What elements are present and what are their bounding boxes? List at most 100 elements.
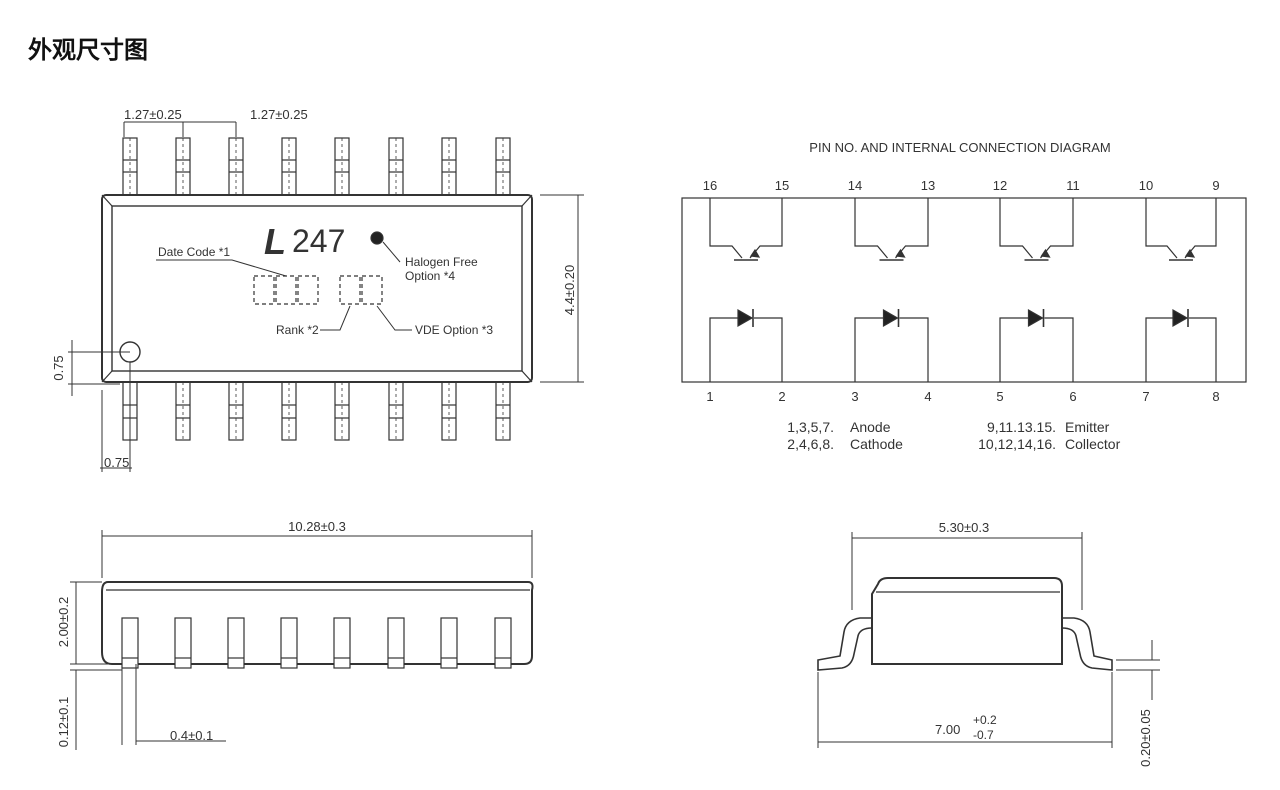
legend-cathode: Cathode [850,436,903,452]
lead-bottom [281,381,297,441]
pin-label-top: 9 [1212,178,1219,193]
pin-label-bottom: 6 [1069,389,1076,404]
pin-diagram [681,197,1247,383]
optocoupler-channels [709,198,1217,382]
phototransistor [709,198,783,261]
lead-thickness-dim: 0.20±0.05 [1138,709,1153,767]
legend-cathode-pins: 2,4,6,8. [787,436,834,452]
rank-label: Rank *2 [276,323,319,337]
end-body-width-dim: 5.30±0.3 [939,520,990,535]
pin-label-bottom: 5 [996,389,1003,404]
channel [854,198,929,382]
led [854,308,929,382]
halogen-free-label-line2: Option *4 [405,269,455,283]
end-body [871,577,1063,665]
height-dim: 2.00±0.2 [56,597,71,648]
led [709,308,783,382]
side-lead [280,617,298,669]
lead-bottom [175,381,191,441]
package-body-outer [101,194,533,383]
date-code-label: Date Code *1 [158,245,230,259]
side-lead [333,617,351,669]
pin1-offset-horizontal: 0.75 [104,455,129,470]
side-lead [174,617,192,669]
pin-diagram-frame [681,197,1247,383]
phototransistor [854,198,929,261]
standoff-dim: 0.12±0.1 [56,697,71,748]
side-lead [494,617,512,669]
end-lead-right [1061,617,1113,671]
side-leads [121,617,512,669]
pin-label-bottom: 3 [851,389,858,404]
lead-bottom [495,381,511,441]
pin-label-top: 15 [775,178,789,193]
led [1145,308,1217,382]
halogen-free-dot [370,231,384,245]
package-body-inner [111,205,523,372]
pin-label-bottom: 7 [1142,389,1149,404]
lead-width-dim: 0.4±0.1 [170,728,213,743]
marking-letter: L [264,221,286,262]
pin-label-bottom: 1 [706,389,713,404]
length-dim: 10.28±0.3 [288,519,346,534]
vde-option-label: VDE Option *3 [415,323,493,337]
side-lead [387,617,405,669]
lead-span-tol-plus: +0.2 [973,713,997,727]
led [999,308,1074,382]
pin-labels-bottom: 1 2 3 4 5 6 7 8 [706,389,1219,404]
pin-label-bottom: 2 [778,389,785,404]
pitch-dim-left: 1.27±0.25 [124,107,182,122]
bottom-leads [122,381,511,441]
side-lead [121,617,139,669]
side-lead [227,617,245,669]
legend-collector: Collector [1065,436,1121,452]
lead-span-tol-minus: -0.7 [973,728,994,742]
pin-label-bottom: 4 [924,389,931,404]
side-body [101,581,534,665]
channel [709,198,783,382]
lead-top [441,137,457,196]
legend-anode: Anode [850,419,891,435]
pin-label-top: 12 [993,178,1007,193]
lead-span-dim: 7.00 [935,722,960,737]
end-view [817,532,1160,748]
page-title: 外观尺寸图 [28,36,148,64]
pin-diagram-title: PIN NO. AND INTERNAL CONNECTION DIAGRAM [809,140,1110,155]
body-width-dim: 4.4±0.20 [562,265,577,316]
lead-top [495,137,511,196]
lead-bottom [441,381,457,441]
legend-anode-pins: 1,3,5,7. [787,419,834,435]
lead-bottom [388,381,404,441]
lead-bottom [228,381,244,441]
channel [999,198,1074,382]
top-leads [122,137,511,196]
legend-collector-pins: 10,12,14,16. [978,436,1056,452]
lead-top [228,137,244,196]
marking-number: 247 [292,223,345,259]
pin-label-bottom: 8 [1212,389,1219,404]
pitch-dim-right: 1.27±0.25 [250,107,308,122]
pin-label-top: 11 [1066,178,1080,193]
lead-top [334,137,350,196]
rank-vde-boxes [339,275,383,305]
top-view [68,121,584,472]
pin-label-top: 16 [703,178,717,193]
pin-label-top: 13 [921,178,935,193]
lead-top [122,137,138,196]
halogen-free-label-line1: Halogen Free [405,255,478,269]
phototransistor [1145,198,1217,261]
lead-top [281,137,297,196]
phototransistor [999,198,1074,261]
lead-bottom [334,381,350,441]
pin-label-top: 10 [1139,178,1153,193]
lead-top [175,137,191,196]
lead-top [388,137,404,196]
pin-legend: 1,3,5,7. Anode 2,4,6,8. Cathode 9,11.13.… [787,419,1120,452]
legend-emitter: Emitter [1065,419,1110,435]
channel [1145,198,1217,382]
end-lead-left [817,617,873,671]
legend-emitter-pins: 9,11.13.15. [987,419,1056,435]
pin1-offset-vertical: 0.75 [51,355,66,380]
